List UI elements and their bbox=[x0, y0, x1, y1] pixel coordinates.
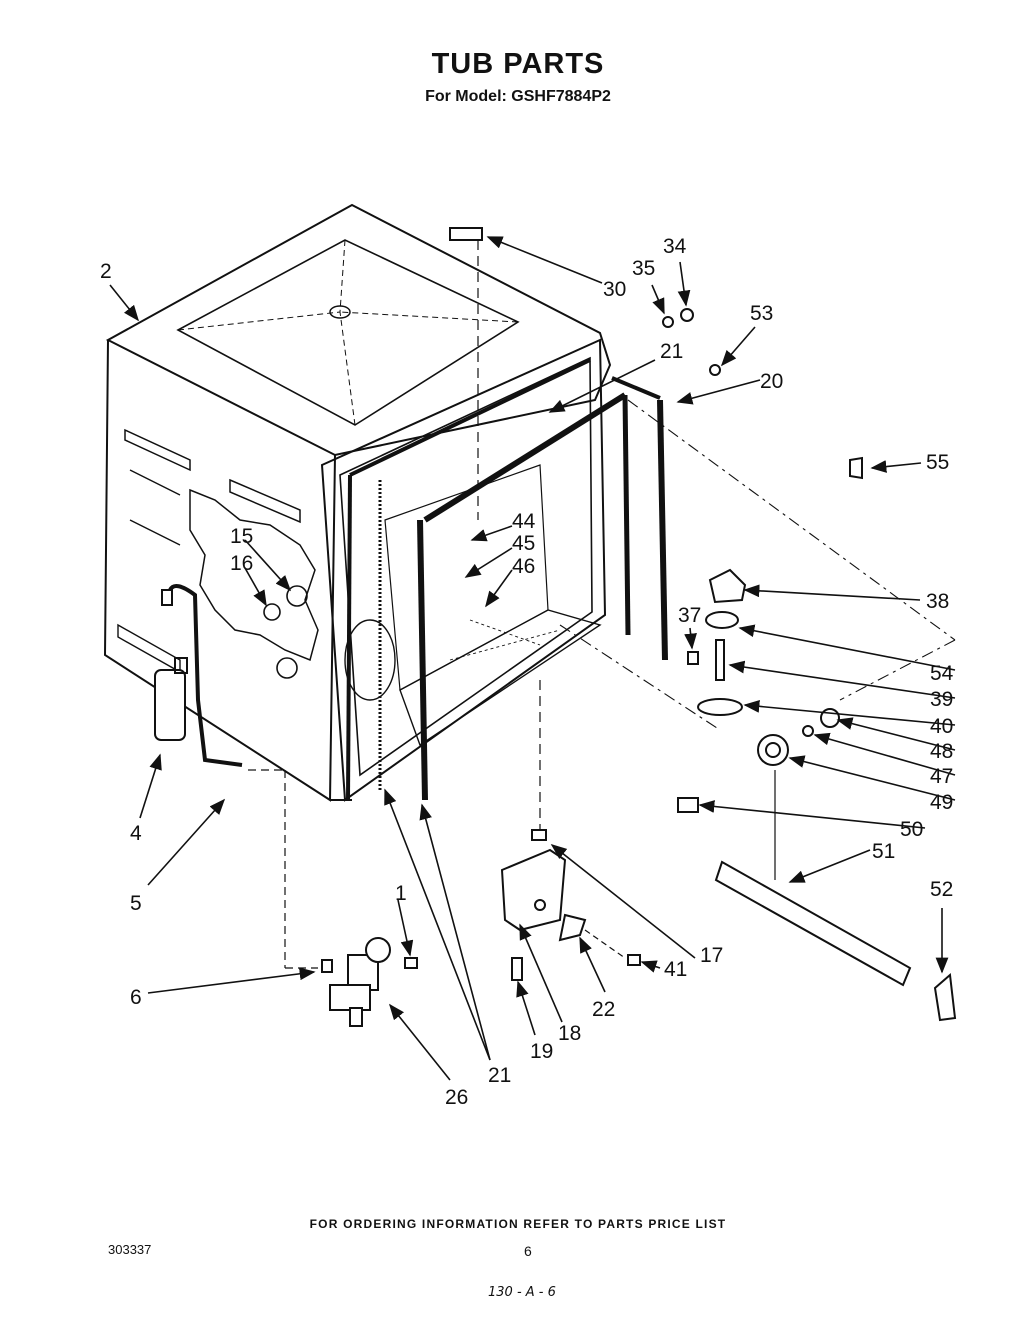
handwritten-note: 130 - A - 6 bbox=[488, 1285, 556, 1300]
callout-48: 48 bbox=[930, 740, 953, 763]
callout-52: 52 bbox=[930, 878, 953, 901]
water-valve bbox=[321, 937, 418, 1027]
page-title: TUB PARTS bbox=[431, 48, 605, 80]
callout-55: 55 bbox=[926, 451, 949, 474]
callout-34: 34 bbox=[663, 235, 687, 258]
callout-51: 51 bbox=[872, 840, 895, 863]
callout-54: 54 bbox=[930, 662, 954, 685]
callout-44: 44 bbox=[512, 510, 536, 533]
callout-30: 30 bbox=[603, 278, 626, 301]
callout-22: 22 bbox=[592, 998, 615, 1021]
callout-47: 47 bbox=[930, 765, 953, 788]
callout-18: 18 bbox=[558, 1022, 581, 1045]
callout-41: 41 bbox=[664, 958, 687, 981]
page-number: 6 bbox=[524, 1243, 532, 1259]
hose-and-sensor bbox=[154, 584, 318, 969]
callout-4: 4 bbox=[130, 822, 142, 845]
callout-20: 20 bbox=[760, 370, 783, 393]
callout-38: 38 bbox=[926, 590, 949, 613]
document-number: 303337 bbox=[108, 1242, 152, 1257]
callout-21-bottom: 21 bbox=[488, 1064, 511, 1087]
callout-49: 49 bbox=[930, 791, 953, 814]
callout-26: 26 bbox=[445, 1086, 468, 1109]
callout-2: 2 bbox=[100, 260, 112, 283]
callout-6: 6 bbox=[130, 986, 142, 1009]
callout-35: 35 bbox=[632, 257, 655, 280]
callout-53: 53 bbox=[750, 302, 773, 325]
callout-21-top: 21 bbox=[660, 340, 683, 363]
callout-40: 40 bbox=[930, 715, 953, 738]
callout-16: 16 bbox=[230, 552, 253, 575]
callout-45: 45 bbox=[512, 532, 535, 555]
model-subtitle: For Model: GSHF7884P2 bbox=[425, 88, 611, 105]
leader-lines bbox=[109, 236, 956, 1081]
callout-1: 1 bbox=[395, 882, 407, 905]
callout-46: 46 bbox=[512, 555, 535, 578]
callout-17: 17 bbox=[700, 944, 723, 967]
tub bbox=[103, 203, 668, 802]
callout-15: 15 bbox=[230, 525, 253, 548]
callout-19: 19 bbox=[530, 1040, 553, 1063]
callout-5: 5 bbox=[130, 892, 142, 915]
callout-37: 37 bbox=[678, 604, 701, 627]
ordering-information-note: FOR ORDERING INFORMATION REFER TO PARTS … bbox=[309, 1217, 727, 1231]
wheel-and-rail-hardware bbox=[449, 227, 957, 1022]
callout-39: 39 bbox=[930, 688, 953, 711]
callout-labels: 1 2 4 5 6 15 16 17 18 19 20 21 21 22 26 … bbox=[100, 235, 954, 1109]
bracket-assembly bbox=[500, 680, 641, 981]
callout-50: 50 bbox=[900, 818, 923, 841]
